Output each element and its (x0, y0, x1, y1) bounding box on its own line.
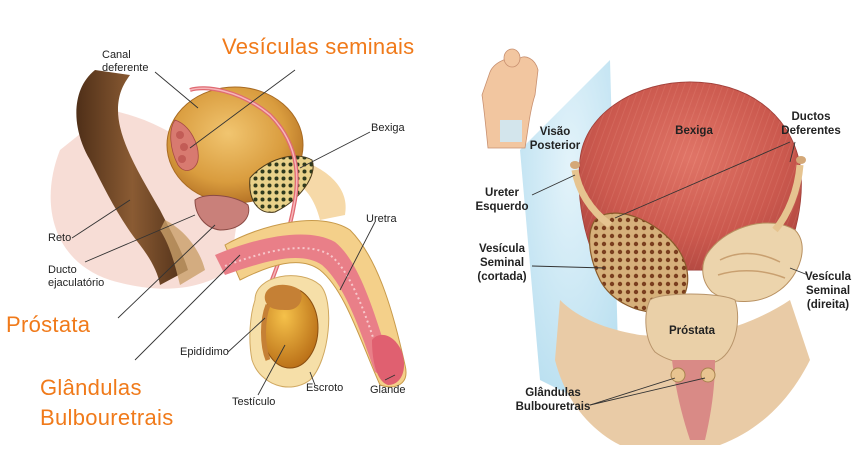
fibrous-tissue (160, 220, 205, 285)
epididymis (264, 284, 302, 310)
label-ureter-esquerdo: Ureter Esquerdo (475, 187, 529, 213)
vas-deferens-right (772, 164, 804, 233)
label-testiculo: Testículo (232, 396, 276, 408)
left-sagittal-diagram (50, 70, 407, 388)
highlight-vesiculas-seminais: Vesículas seminais (222, 34, 415, 59)
label-ducto-ejaculatorio: Ducto ejaculatório (48, 264, 105, 289)
label-bexiga-right: Bexiga (675, 125, 713, 137)
label-glandulas-bulbouretrais-right: Glândulas Bulbouretrais (515, 387, 591, 413)
bulbourethral-gland-right (700, 367, 716, 383)
right-leader-lines (531, 141, 809, 406)
seminal-vesicle-right (702, 222, 803, 302)
label-escroto: Escroto (306, 382, 344, 394)
left-leader-lines (71, 69, 396, 396)
label-uretra: Uretra (366, 213, 397, 225)
label-visao-posterior: Visão Posterior (529, 126, 581, 152)
urethra-body (215, 234, 391, 375)
label-epididimo: Epidídimo (180, 346, 229, 358)
highlight-glandulas-bulbouretrais: Glândulas Bulbouretrais (40, 375, 174, 430)
label-glande: Glande (370, 384, 406, 396)
right-prostate (645, 293, 739, 365)
bulbourethral-gland-left (670, 367, 686, 383)
penis-outer (224, 220, 407, 388)
vas-deferens-left (571, 169, 613, 228)
highlight-prostata: Próstata (6, 312, 91, 337)
glans (372, 334, 405, 385)
label-vesicula-seminal-cortada: Vesícula Seminal (cortada) (477, 243, 527, 283)
label-ductos-deferentes: Ductos Deferentes (781, 111, 841, 137)
label-canal-deferente: Canal deferente (102, 49, 149, 74)
right-posterior-diagram (481, 48, 810, 445)
label-bexiga-left: Bexiga (371, 122, 405, 134)
torso-thumbnail (481, 48, 539, 149)
label-prostata-right: Próstata (668, 325, 716, 337)
rectum (76, 70, 188, 285)
label-reto: Reto (48, 232, 72, 244)
prostate (194, 194, 250, 231)
urethra-line (224, 247, 383, 367)
label-vesicula-seminal-direita: Vesícula Seminal (direita) (804, 271, 852, 311)
